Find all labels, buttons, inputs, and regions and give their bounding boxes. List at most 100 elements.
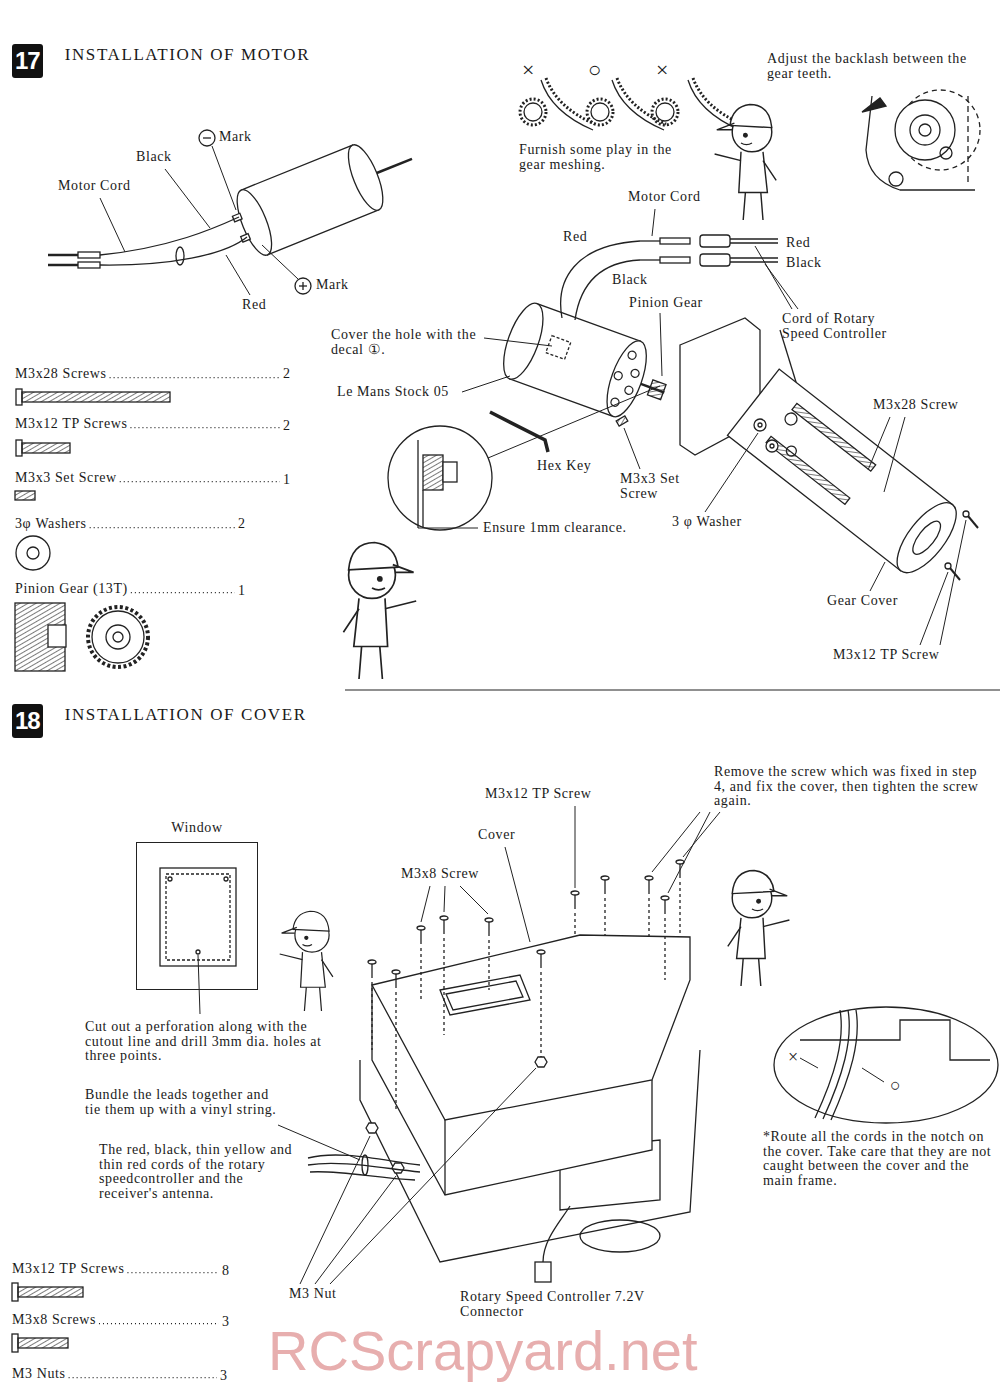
screw xyxy=(540,972,541,1060)
screw xyxy=(571,891,579,895)
parts-name: M3x3 Set Screw xyxy=(15,471,117,486)
screw xyxy=(488,922,489,936)
leader-line xyxy=(462,376,510,392)
section-divider xyxy=(345,689,1000,690)
motor-cord xyxy=(100,237,247,265)
gearbox-sketch xyxy=(889,172,903,186)
washer xyxy=(770,444,774,448)
part-label: Pinion Gear xyxy=(629,296,703,311)
motor-cord xyxy=(78,252,100,258)
screw xyxy=(676,860,684,936)
washer xyxy=(766,440,778,452)
window-part xyxy=(224,877,228,881)
leader-line xyxy=(683,812,720,857)
parts-name: M3 Nuts xyxy=(12,1367,66,1382)
note: Adjust the backlash between the gear tee… xyxy=(767,52,972,81)
cover xyxy=(372,935,690,1195)
motor-cord xyxy=(561,235,778,320)
motor-cord xyxy=(48,217,247,268)
dotted-leader xyxy=(110,377,280,378)
screw xyxy=(420,930,421,944)
washer xyxy=(754,419,766,431)
screw xyxy=(945,563,951,569)
screw xyxy=(395,974,396,988)
window-part xyxy=(168,877,172,881)
leader-line xyxy=(668,812,710,893)
motor xyxy=(225,126,426,261)
screw xyxy=(661,896,669,900)
parts-icon xyxy=(27,547,39,559)
screw xyxy=(440,916,448,920)
polarity-label: Mark xyxy=(316,278,349,293)
section-divider xyxy=(345,689,1000,690)
hex-key xyxy=(490,412,548,452)
note: *Route all the cords in the notch on the… xyxy=(763,1130,997,1189)
dotted-leader xyxy=(90,527,235,528)
gearbox-sketch xyxy=(862,98,886,112)
screw xyxy=(368,960,376,1050)
motor xyxy=(496,298,678,430)
gear-mesh-icon xyxy=(520,78,742,130)
cover xyxy=(446,981,523,1010)
screw xyxy=(395,992,396,1110)
leader-line xyxy=(278,806,720,1284)
gear-cover xyxy=(727,369,966,582)
detail-inset xyxy=(774,1007,998,1123)
detail-inset xyxy=(815,1010,841,1118)
detail-inset xyxy=(418,528,478,529)
motor xyxy=(627,350,637,360)
polarity-symbol xyxy=(302,282,303,290)
dotted-leader xyxy=(69,1377,217,1378)
motor xyxy=(630,368,640,378)
part-label: Hex Key xyxy=(537,459,591,474)
parts-icon xyxy=(92,611,144,663)
motor-cord xyxy=(176,247,184,265)
mascot xyxy=(280,911,333,1011)
main-frame xyxy=(580,1220,660,1252)
gearbox-sketch xyxy=(910,115,940,145)
leader-line xyxy=(920,572,948,645)
screw xyxy=(963,511,969,517)
screw xyxy=(664,918,665,980)
hex-key xyxy=(490,412,548,452)
mascot xyxy=(715,105,777,221)
parts-icon xyxy=(22,392,170,402)
motor-cord xyxy=(100,217,239,255)
gear-mesh-icon xyxy=(591,103,609,121)
leader-line xyxy=(484,338,552,346)
cover xyxy=(440,975,530,1015)
screw xyxy=(604,898,605,936)
screw xyxy=(488,940,489,990)
screw xyxy=(537,950,545,954)
gear-cover xyxy=(908,517,945,558)
leader-line xyxy=(652,209,655,236)
detail-inset xyxy=(488,386,660,458)
parts-count: 3 xyxy=(220,1369,228,1384)
wrong-mark: × xyxy=(522,58,535,81)
part-label: Cord of Rotary Speed Controller xyxy=(782,312,912,341)
screw xyxy=(368,960,376,964)
parts-icon xyxy=(16,536,50,570)
screw xyxy=(574,895,575,909)
leader-line xyxy=(165,169,210,228)
leader-line xyxy=(212,146,236,210)
window-part xyxy=(160,868,236,966)
connector xyxy=(535,1262,551,1282)
parts-icon xyxy=(88,607,148,667)
motor xyxy=(546,336,571,360)
motor xyxy=(610,397,620,407)
screw xyxy=(571,891,579,937)
nut xyxy=(366,1057,547,1173)
screw xyxy=(392,970,400,1110)
step-number: 17 xyxy=(12,44,43,78)
screw xyxy=(420,948,421,1000)
leader-line xyxy=(421,886,430,922)
gearbox-sketch xyxy=(866,96,975,190)
part-label: Gear Cover xyxy=(827,594,898,609)
screw xyxy=(604,880,605,894)
screw xyxy=(645,876,653,880)
nut xyxy=(535,1057,547,1067)
note: Remove the screw which was fixed in step… xyxy=(714,765,984,809)
parts-icon xyxy=(15,603,65,671)
parts-icon xyxy=(18,1338,68,1348)
